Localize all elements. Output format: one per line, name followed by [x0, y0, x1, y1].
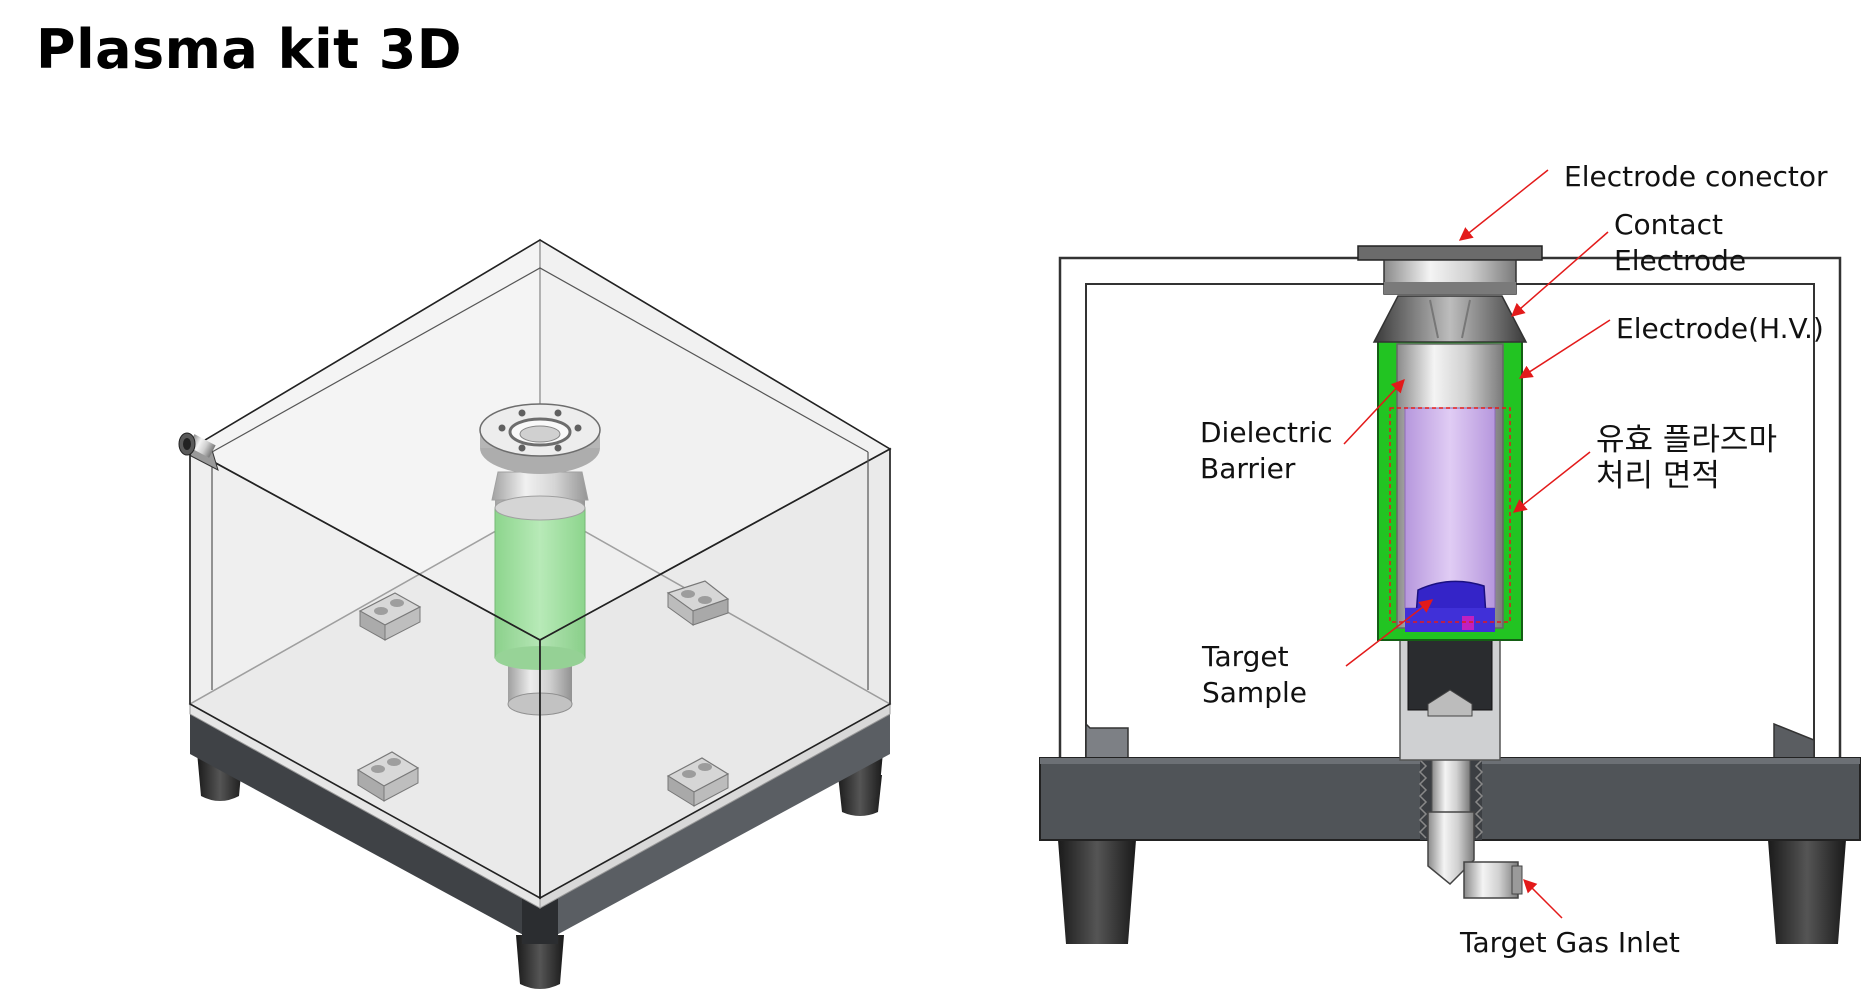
corner-block-right	[1773, 722, 1815, 761]
corner-block-left	[1085, 722, 1129, 761]
annotation-electrode-hv: Electrode(H.V.)	[1518, 312, 1824, 379]
label-contact-line2: Electrode	[1614, 244, 1746, 277]
electrode-connector	[1357, 245, 1543, 261]
floor-block-left	[358, 592, 422, 641]
label-electrode-connector: Electrode conector	[1564, 160, 1828, 193]
page-title: Plasma kit 3D	[36, 18, 463, 81]
label-effective-area-line2: 처리 면적	[1596, 458, 1720, 494]
plasma-region	[1404, 407, 1496, 609]
box-top	[188, 239, 892, 641]
floor-block-right	[666, 580, 730, 626]
label-target-sample-line2: Sample	[1202, 676, 1307, 709]
section-leg-left	[1058, 840, 1136, 944]
label-effective-area-line1: 유효 플라즈마	[1596, 422, 1777, 458]
leg-front	[516, 935, 564, 989]
annotation-target-sample: Target Sample	[1201, 599, 1434, 709]
target-sample	[1415, 580, 1487, 617]
annotation-contact-electrode: Contact Electrode	[1510, 208, 1746, 317]
isometric-view	[178, 238, 892, 989]
gas-fitting-3d	[178, 432, 219, 471]
label-target-gas-inlet: Target Gas Inlet	[1459, 926, 1680, 959]
contact-electrode	[1372, 295, 1528, 343]
label-dielectric-line1: Dielectric	[1200, 416, 1333, 449]
plasma-tube	[479, 403, 601, 716]
cross-section-view	[1039, 245, 1861, 944]
annotation-gas-inlet: Target Gas Inlet	[1459, 879, 1680, 959]
label-dielectric-line2: Barrier	[1200, 452, 1296, 485]
floor-block-front-right	[666, 757, 730, 807]
annotation-electrode-connector: Electrode conector	[1458, 160, 1828, 241]
base-corner	[522, 896, 558, 944]
annotation-dielectric: Dielectric Barrier	[1200, 379, 1405, 485]
label-contact-line1: Contact	[1614, 208, 1723, 241]
floor-block-front-left	[356, 751, 420, 802]
label-target-sample-line1: Target	[1201, 640, 1289, 673]
base-right-face	[540, 712, 890, 944]
label-electrode-hv: Electrode(H.V.)	[1616, 312, 1824, 345]
annotation-effective-area: 유효 플라즈마 처리 면적	[1512, 422, 1777, 513]
effective-area-outline	[1389, 407, 1511, 623]
section-leg-right	[1768, 840, 1846, 944]
base-left-face	[190, 712, 540, 944]
